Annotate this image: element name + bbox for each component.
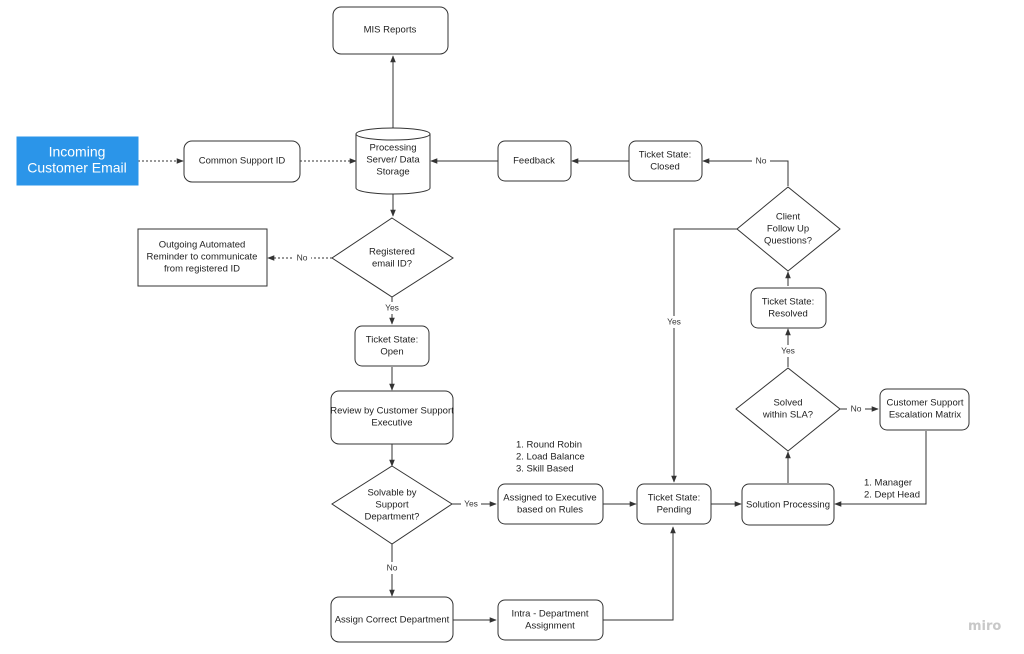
escalation-label-line2: Escalation Matrix: [889, 410, 962, 421]
solution-label: Solution Processing: [746, 500, 830, 511]
common-support-id-node[interactable]: [183, 140, 301, 183]
closed-label-line1: Ticket State:: [639, 150, 691, 161]
rules-item-2: 2. Load Balance: [516, 452, 585, 463]
edge-label-yes-registered: Yes: [385, 302, 399, 312]
pending-label-line2: Pending: [657, 505, 692, 516]
shapes: [16, 6, 970, 643]
assigned-executive-node[interactable]: [497, 483, 604, 525]
ticket-pending-node[interactable]: [636, 483, 712, 525]
edge-client-yes-to-pending: [671, 228, 737, 483]
server-label-line1: Processing: [370, 143, 417, 154]
label-bg: [778, 345, 798, 357]
edge-label-no-solved: No: [851, 403, 862, 413]
edge-label-backgrounds: [293, 155, 865, 574]
registered-label-line1: Registered: [369, 247, 415, 258]
edge-label-no-solvable: No: [387, 562, 398, 572]
mis-label: MIS Reports: [364, 25, 417, 36]
label-bg: [461, 498, 481, 510]
resolved-label-line2: Resolved: [768, 309, 808, 320]
solved-sla-decision[interactable]: [735, 367, 841, 452]
mis-reports-node[interactable]: [332, 6, 449, 55]
ticket-resolved-node[interactable]: [750, 287, 827, 329]
solvable-label-line1: Solvable by: [367, 488, 416, 499]
rules-item-1: 1. Round Robin: [516, 440, 582, 451]
server-label-line3: Storage: [376, 167, 409, 178]
server-cylinder-node[interactable]: [355, 127, 431, 195]
label-bg: [663, 316, 685, 328]
label-bg: [383, 302, 401, 314]
pending-label-line1: Ticket State:: [648, 493, 700, 504]
edge-label-yes-solved: Yes: [781, 345, 795, 355]
intra-department-node[interactable]: [497, 599, 604, 641]
edge-label-yes-solvable: Yes: [464, 498, 478, 508]
outgoing-label-line2: Reminder to communicate: [147, 252, 258, 263]
outgoing-label-line3: from registered ID: [164, 264, 240, 275]
ticket-closed-node[interactable]: [628, 140, 703, 182]
closed-label-line2: Closed: [650, 162, 680, 173]
review-label-line1: Review by Customer Support: [330, 406, 454, 417]
edge-client-no-to-closed: [702, 158, 789, 186]
registered-label-line2: email ID?: [372, 259, 412, 270]
ticket-open-node[interactable]: [354, 325, 430, 367]
edge-intra-to-pending: [603, 526, 676, 621]
client-label-line3: Questions?: [764, 236, 812, 247]
common-id-label: Common Support ID: [199, 156, 286, 167]
assigned-label-line2: based on Rules: [517, 505, 583, 516]
miro-watermark: miro: [968, 619, 1001, 634]
label-bg: [383, 562, 401, 574]
feedback-node[interactable]: [497, 140, 572, 182]
label-bg: [293, 252, 311, 264]
edge-label-no-client: No: [756, 155, 767, 165]
incoming-label-line2: Customer Email: [27, 160, 127, 176]
incoming-label-line1: Incoming: [49, 144, 106, 160]
solvable-decision[interactable]: [331, 465, 453, 545]
escalation-level-1: 1. Manager: [864, 478, 912, 489]
solution-processing-node[interactable]: [741, 483, 835, 526]
edge-label-yes-client: Yes: [667, 316, 681, 326]
escalation-label-line1: Customer Support: [886, 398, 963, 409]
solved-label-line1: Solved: [773, 398, 802, 409]
intra-label-line1: Intra - Department: [511, 609, 588, 620]
label-bg: [847, 403, 865, 415]
client-followup-decision[interactable]: [736, 186, 841, 272]
edge-escalation-to-solution: [834, 431, 927, 507]
assign-correct-department-node[interactable]: [330, 596, 454, 643]
registered-email-decision[interactable]: [331, 217, 454, 298]
edge-label-no-registered: No: [297, 252, 308, 262]
outgoing-reminder-node[interactable]: [137, 228, 268, 287]
open-label-line1: Ticket State:: [366, 335, 418, 346]
outgoing-label-line1: Outgoing Automated: [159, 240, 246, 251]
solved-label-line2: within SLA?: [762, 410, 813, 421]
rules-item-3: 3. Skill Based: [516, 464, 574, 475]
label-bg: [752, 155, 770, 167]
intra-label-line2: Assignment: [525, 621, 575, 632]
solvable-label-line2: Support: [375, 500, 409, 511]
escalation-matrix-node[interactable]: [879, 388, 970, 431]
assign-dept-label: Assign Correct Department: [335, 615, 450, 626]
escalation-level-2: 2. Dept Head: [864, 490, 920, 501]
open-label-line2: Open: [380, 347, 403, 358]
feedback-label: Feedback: [513, 156, 555, 167]
client-label-line1: Client: [776, 212, 801, 223]
resolved-label-line1: Ticket State:: [762, 297, 814, 308]
client-label-line2: Follow Up: [767, 224, 809, 235]
server-label-line2: Server/ Data: [366, 155, 420, 166]
incoming-email-node[interactable]: [16, 136, 139, 186]
assigned-label-line1: Assigned to Executive: [503, 493, 596, 504]
review-label-line2: Executive: [371, 418, 412, 429]
solvable-label-line3: Department?: [365, 512, 420, 523]
review-node[interactable]: [330, 390, 454, 445]
